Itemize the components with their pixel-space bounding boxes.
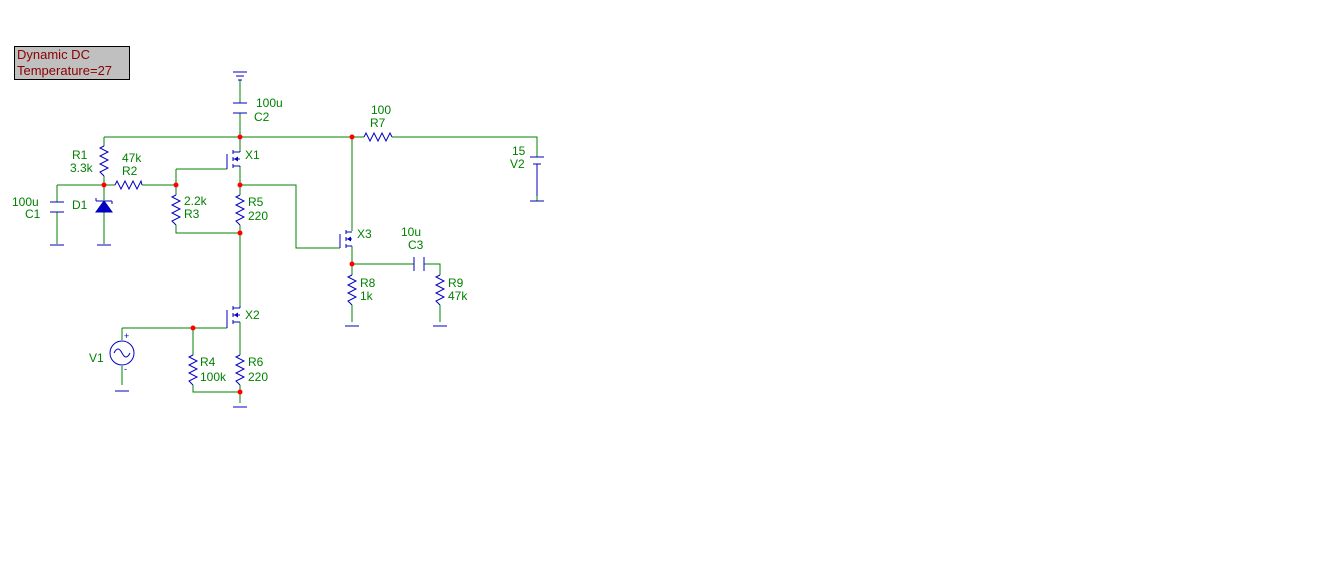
label-v1-name: V1 bbox=[89, 351, 104, 365]
junction-node bbox=[173, 182, 179, 188]
ac-source-icon-v1[interactable] bbox=[109, 340, 135, 366]
resistor-icon-r9[interactable] bbox=[434, 274, 446, 306]
label-d1-name: D1 bbox=[72, 198, 88, 212]
label-r4-name: R4 bbox=[200, 355, 216, 369]
ground-symbols bbox=[50, 71, 544, 408]
battery-icon-v2[interactable] bbox=[530, 156, 544, 196]
label-c1-value: 100u bbox=[12, 195, 39, 209]
label-r5-name: R5 bbox=[248, 195, 264, 209]
wires bbox=[56, 80, 538, 403]
label-c2-value: 100u bbox=[256, 96, 283, 110]
mosfet-icon-x1[interactable] bbox=[226, 150, 241, 169]
resistor-icon-r5[interactable] bbox=[234, 194, 246, 226]
capacitor-icon-c1[interactable] bbox=[50, 201, 64, 213]
mosfet-arrow-x3 bbox=[347, 236, 351, 242]
junction-node bbox=[237, 134, 243, 140]
resistor-icon-r2[interactable] bbox=[114, 179, 143, 191]
ground-icon-c2-top bbox=[233, 71, 247, 81]
analysis-mode-label: Dynamic DC bbox=[17, 47, 90, 62]
simulation-status-box: Dynamic DC Temperature=27 bbox=[14, 46, 130, 80]
resistor-icon-r3[interactable] bbox=[170, 194, 182, 226]
zener-diode-icon-d1[interactable] bbox=[95, 198, 113, 213]
label-r6-value: 220 bbox=[248, 370, 268, 384]
label-r6-name: R6 bbox=[248, 355, 264, 369]
resistor-icon-r6[interactable] bbox=[234, 354, 246, 386]
resistor-icon-r1[interactable] bbox=[98, 145, 110, 177]
resistor-icon-r7[interactable] bbox=[363, 131, 393, 143]
label-r1-value: 3.3k bbox=[70, 161, 94, 175]
label-r2-value: 47k bbox=[122, 151, 142, 165]
mosfet-arrow-x1 bbox=[234, 156, 238, 162]
label-v2-value: 15 bbox=[512, 144, 526, 158]
junction-node bbox=[237, 182, 243, 188]
temperature-label: Temperature=27 bbox=[17, 63, 113, 78]
junction-node bbox=[190, 325, 196, 331]
resistor-icon-r4[interactable] bbox=[187, 354, 199, 386]
label-r4-value: 100k bbox=[200, 370, 227, 384]
capacitor-icon-c3[interactable] bbox=[413, 257, 425, 271]
label-r8-name: R8 bbox=[360, 276, 376, 290]
mosfet-icon-x2[interactable] bbox=[226, 306, 241, 328]
label-x1-name: X1 bbox=[245, 148, 260, 162]
component-labels: 100u C2 100 R7 15 V2 X1 R1 3.3k 47k R2 2… bbox=[12, 96, 526, 384]
label-r9-name: R9 bbox=[448, 276, 464, 290]
label-v2-name: V2 bbox=[510, 157, 525, 171]
label-r5-value: 220 bbox=[248, 209, 268, 223]
label-v1-plus: + bbox=[124, 331, 129, 341]
label-c2-name: C2 bbox=[254, 110, 270, 124]
label-r9-value: 47k bbox=[448, 289, 468, 303]
label-r7-value: 100 bbox=[371, 103, 391, 117]
junction-node bbox=[349, 261, 355, 267]
label-c1-name: C1 bbox=[25, 207, 41, 221]
label-r3-value: 2.2k bbox=[184, 194, 208, 208]
junction-node bbox=[101, 182, 107, 188]
label-c3-value: 10u bbox=[401, 225, 421, 239]
label-x3-name: X3 bbox=[357, 227, 372, 241]
junction-node bbox=[349, 134, 355, 140]
mosfet-arrow-x2 bbox=[234, 312, 238, 318]
capacitor-icon-c2[interactable] bbox=[233, 102, 247, 114]
label-x2-name: X2 bbox=[245, 308, 260, 322]
label-v1-minus: - bbox=[124, 364, 127, 374]
resistor-icon-r8[interactable] bbox=[346, 274, 358, 306]
junction-nodes bbox=[101, 134, 355, 395]
label-c3-name: C3 bbox=[408, 238, 424, 252]
label-r2-name: R2 bbox=[122, 164, 138, 178]
label-r1-name: R1 bbox=[72, 148, 88, 162]
label-r7-name: R7 bbox=[370, 116, 386, 130]
label-r3-name: R3 bbox=[184, 207, 200, 221]
junction-node bbox=[237, 389, 243, 395]
junction-node bbox=[237, 230, 243, 236]
label-r8-value: 1k bbox=[360, 289, 374, 303]
